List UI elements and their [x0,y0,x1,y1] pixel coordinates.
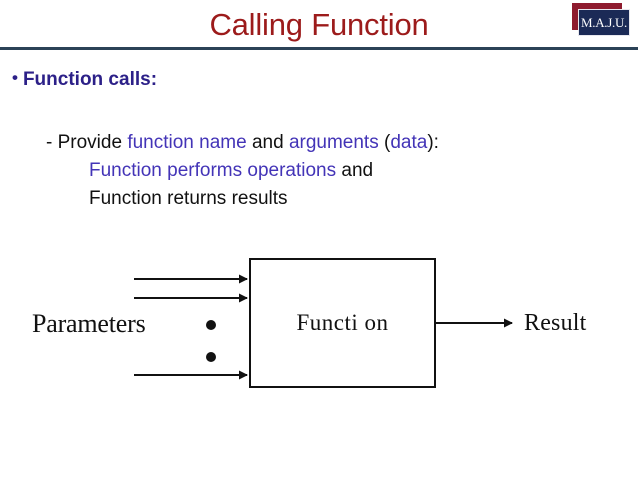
maju-logo: M.A.J.U. [572,3,630,37]
sub-line-paren-close: ): [427,132,439,153]
sub-line-text-returns: Function returns results [89,188,288,209]
ellipsis-dot-2 [206,352,216,362]
sub-bullet-block: - Provide function name and arguments (d… [46,129,439,213]
sub-line-text-provide: Provide [57,132,128,153]
sub-line-dash: - [46,132,58,153]
highlight-data: data [390,132,428,153]
parameters-label: Parameters [32,309,146,338]
bullet-function-calls: •Function calls: [12,68,157,91]
sub-line-performs: Function performs operations and [89,157,439,185]
bullet-label: Function calls: [22,69,158,90]
ellipsis-dot-1 [206,320,216,330]
title-divider [0,47,638,50]
function-box-label: Functi on [296,310,389,335]
highlight-function-name: function name [127,132,247,153]
result-label: Result [524,310,587,336]
logo-plate: M.A.J.U. [578,9,630,36]
sub-line-paren-open: ( [378,132,391,153]
sub-line-text-and2: and [336,160,374,181]
function-box: Functi on [249,258,436,388]
page-title: Calling Function [209,7,429,42]
sub-line-text-and: and [246,132,289,153]
logo-text: M.A.J.U. [581,14,627,30]
bullet-marker-icon: • [12,68,18,87]
sub-line-returns: Function returns results [89,185,439,213]
sub-line-provide: - Provide function name and arguments (d… [46,129,439,157]
highlight-arguments: arguments [288,132,379,153]
highlight-performs-operations: Function performs operations [89,160,337,181]
